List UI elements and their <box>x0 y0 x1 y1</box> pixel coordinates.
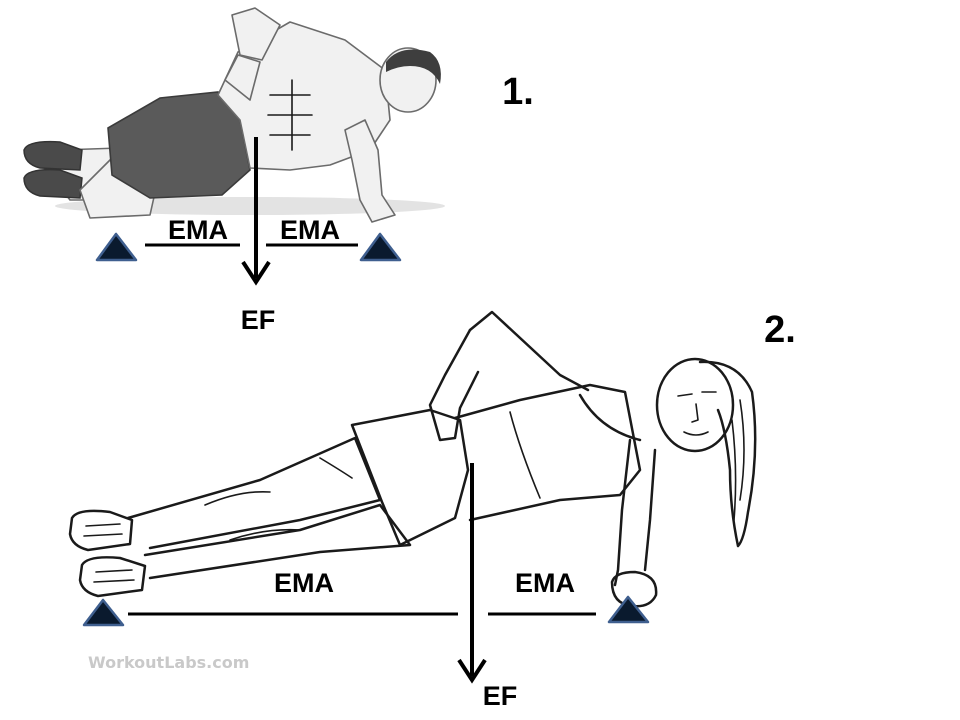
panel-number-2: 2. <box>764 309 796 351</box>
ema-label-1-right: EMA <box>280 215 340 245</box>
fulcrum-right-icon <box>359 232 402 262</box>
fulcrum-right-icon <box>607 595 650 624</box>
ema-label-2-left: EMA <box>274 568 334 598</box>
fulcrum-left-icon <box>82 598 125 627</box>
figure-1-illustration <box>23 7 445 223</box>
fulcrum-left-icon <box>95 232 138 262</box>
figure-2-illustration <box>68 310 757 608</box>
force-arrow-2-down-arrow-icon <box>457 463 487 684</box>
force-arrow-1-down-arrow-icon <box>241 137 271 286</box>
panel-1: EMA EMA EF 1. <box>23 7 534 335</box>
ef-label-1: EF <box>241 305 276 335</box>
panel-number-1: 1. <box>502 71 534 113</box>
panel-2: EMA EMA EF 2. <box>68 309 796 711</box>
ema-label-2-right: EMA <box>515 568 575 598</box>
watermark-text: WorkoutLabs.com <box>88 653 249 672</box>
ema-label-1-left: EMA <box>168 215 228 245</box>
ef-label-2: EF <box>483 681 518 711</box>
